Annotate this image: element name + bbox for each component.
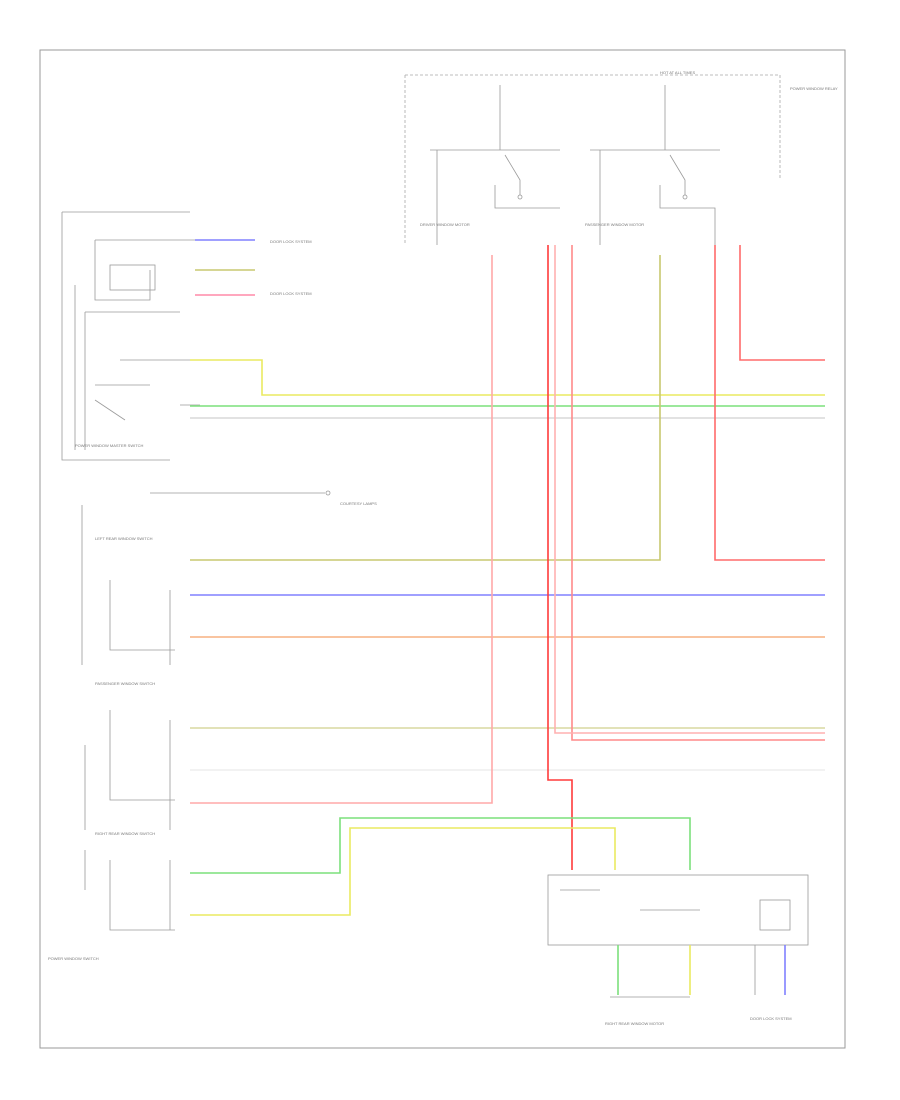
power-window-switch-label: POWER WINDOW SWITCH xyxy=(48,956,99,961)
door-lock-label-top: DOOR LOCK SYSTEM xyxy=(270,239,312,244)
right-rear-motor-label: RIGHT REAR WINDOW MOTOR xyxy=(605,1021,664,1026)
driver-window-relay: DRIVER WINDOW MOTOR xyxy=(420,85,560,245)
red-wire-top xyxy=(739,245,825,361)
fuse-relay-block: HOT AT ALL TIMES POWER WINDOW RELAY xyxy=(404,70,838,245)
door-lock-label: DOOR LOCK SYSTEM xyxy=(270,291,312,296)
courtesy-lamps-label: COURTESY LAMPS xyxy=(340,501,377,506)
olive-wire xyxy=(190,255,661,561)
passenger-window-switch: RIGHT REAR WINDOW SWITCH xyxy=(84,710,175,836)
yellow-wire xyxy=(190,359,825,396)
relay-label: POWER WINDOW RELAY xyxy=(790,86,838,91)
right-rear-window-motor xyxy=(547,874,809,946)
hot-label: HOT AT ALL TIMES xyxy=(660,70,695,75)
power-window-master-switch: POWER WINDOW MASTER SWITCH DOOR LOCK SYS… xyxy=(61,211,312,461)
right-rear-window-switch: POWER WINDOW SWITCH xyxy=(48,850,175,961)
diagram-frame xyxy=(39,49,846,1049)
passenger-window-relay: PASSENGER WINDOW MOTOR xyxy=(585,85,720,245)
master-switch-label: POWER WINDOW MASTER SWITCH xyxy=(75,443,144,448)
pink-wire-short xyxy=(554,245,825,734)
passenger-switch-label: PASSENGER WINDOW SWITCH xyxy=(95,681,155,686)
pink-wire-mid xyxy=(571,245,825,741)
red-wire-left xyxy=(547,245,573,870)
door-lock-bottom-label: DOOR LOCK SYSTEM xyxy=(750,1016,792,1021)
red-wire-right xyxy=(714,245,825,561)
yellow-wire-rear xyxy=(190,827,616,916)
left-rear-window-switch: LEFT REAR WINDOW SWITCH PASSENGER WINDOW… xyxy=(81,505,175,686)
right-rear-switch-label: RIGHT REAR WINDOW SWITCH xyxy=(95,831,155,836)
green-wire-rear xyxy=(190,817,691,874)
pink-wire xyxy=(190,255,493,804)
passenger-motor-label: PASSENGER WINDOW MOTOR xyxy=(585,222,644,227)
left-rear-switch-label: LEFT REAR WINDOW SWITCH xyxy=(95,536,153,541)
driver-motor-label: DRIVER WINDOW MOTOR xyxy=(420,222,470,227)
